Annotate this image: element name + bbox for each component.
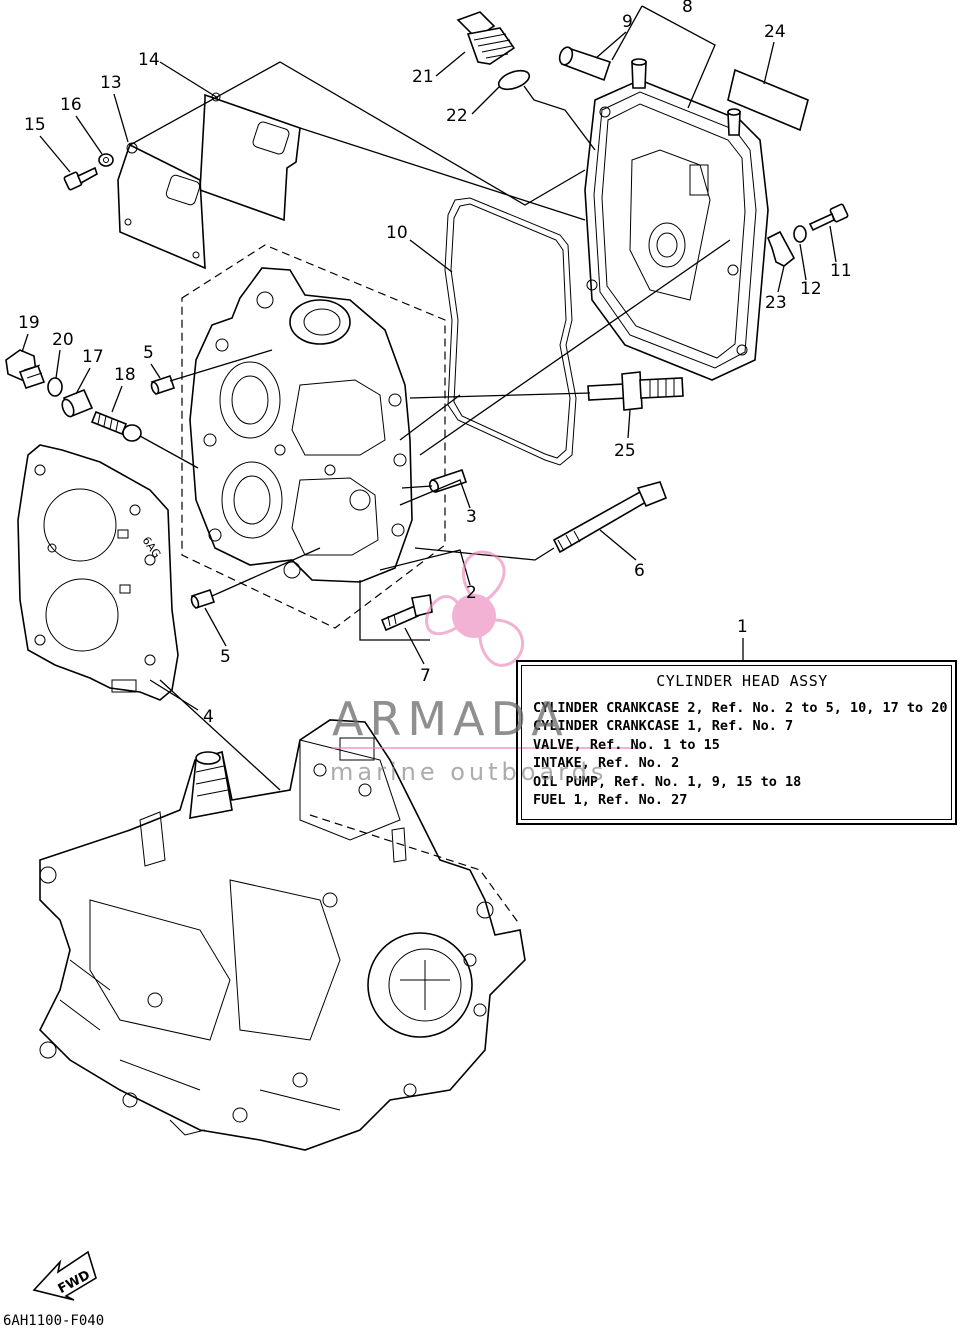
legend-title: CYLINDER HEAD ASSY	[656, 672, 828, 690]
callout-7: 7	[420, 666, 431, 686]
guide-3	[428, 468, 468, 494]
callout-21: 21	[412, 67, 434, 87]
o-ring-22	[497, 69, 531, 91]
cover-gasket-14	[199, 92, 301, 222]
spacer-17	[61, 388, 94, 418]
assembly-legend-box: CYLINDER HEAD ASSY CYLINDER CRANKCASE 2,…	[516, 660, 957, 825]
bolt-7	[380, 594, 433, 632]
callout-12: 12	[800, 279, 822, 299]
drawing-code: 6AH1100-F040	[3, 1313, 105, 1329]
cylinder-head-boundary	[181, 244, 446, 629]
cover-plate-13	[117, 142, 206, 270]
callout-5-upper: 5	[143, 343, 154, 363]
washer-12	[793, 225, 807, 243]
callout-15: 15	[24, 115, 46, 135]
clamp-23	[766, 230, 796, 267]
drain-plug-19	[5, 349, 46, 390]
callout-6: 6	[634, 561, 645, 581]
callout-25: 25	[614, 441, 636, 461]
cylinder-crankcase-assy	[39, 719, 526, 1151]
callout-16: 16	[60, 95, 82, 115]
label-24	[727, 68, 809, 132]
cylinder-head-2	[189, 267, 413, 583]
callout-18: 18	[114, 365, 136, 385]
legend-row: FUEL 1, Ref. No. 27	[533, 792, 688, 808]
callout-1: 1	[737, 617, 748, 637]
callout-8: 8	[682, 0, 693, 17]
spark-plug-25	[587, 371, 684, 411]
callout-17: 17	[82, 347, 104, 367]
legend-row: OIL PUMP, Ref. No. 1, 9, 15 to 18	[533, 773, 802, 790]
legend-row: VALVE, Ref. No. 1 to 15	[533, 736, 720, 753]
watermark-brand: ARMADA	[332, 692, 569, 746]
legend-inner-frame: CYLINDER HEAD ASSY CYLINDER CRANKCASE 2,…	[521, 665, 952, 820]
callout-23: 23	[765, 293, 787, 313]
callout-5-lower: 5	[220, 647, 231, 667]
callout-3: 3	[466, 507, 477, 527]
callout-22: 22	[446, 106, 468, 126]
watermark-tagline: marine outboards	[330, 758, 608, 786]
legend-row: INTAKE, Ref. No. 2	[533, 755, 680, 771]
forward-direction-arrow: FWD	[32, 1250, 97, 1301]
head-cover-gasket-10	[444, 197, 577, 466]
bolt-6	[552, 481, 668, 554]
oil-filler-plug-21	[456, 11, 516, 65]
callout-4: 4	[203, 707, 214, 727]
callout-24: 24	[764, 22, 786, 42]
dowel-pin-5-upper	[150, 374, 176, 396]
bolt-18	[90, 410, 142, 442]
breather-pipe-9	[558, 46, 612, 82]
gasket-20	[47, 377, 63, 397]
bolt-15	[63, 166, 98, 191]
callout-19: 19	[18, 313, 40, 333]
callout-20: 20	[52, 330, 74, 350]
callout-2: 2	[466, 583, 477, 603]
callout-11: 11	[830, 261, 852, 281]
dowel-pin-5-lower	[190, 588, 216, 610]
cylinder-head-cover-8	[584, 58, 769, 381]
head-gasket-4: 6AG	[17, 444, 179, 701]
bolt-11	[808, 203, 849, 232]
callout-13: 13	[100, 73, 122, 93]
legend-row: CYLINDER CRANKCASE 2, Ref. No. 2 to 5, 1…	[533, 699, 948, 716]
watermark-propeller-logo	[332, 550, 640, 749]
callout-9: 9	[622, 12, 633, 32]
callouts: 1 2 3 4 5 5 6 7 8 9 10 11 12	[18, 0, 852, 727]
washer-16	[98, 153, 114, 167]
callout-14: 14	[138, 50, 160, 70]
callout-10: 10	[386, 223, 408, 243]
legend-row: CYLINDER CRANKCASE 1, Ref. No. 7	[533, 718, 794, 734]
